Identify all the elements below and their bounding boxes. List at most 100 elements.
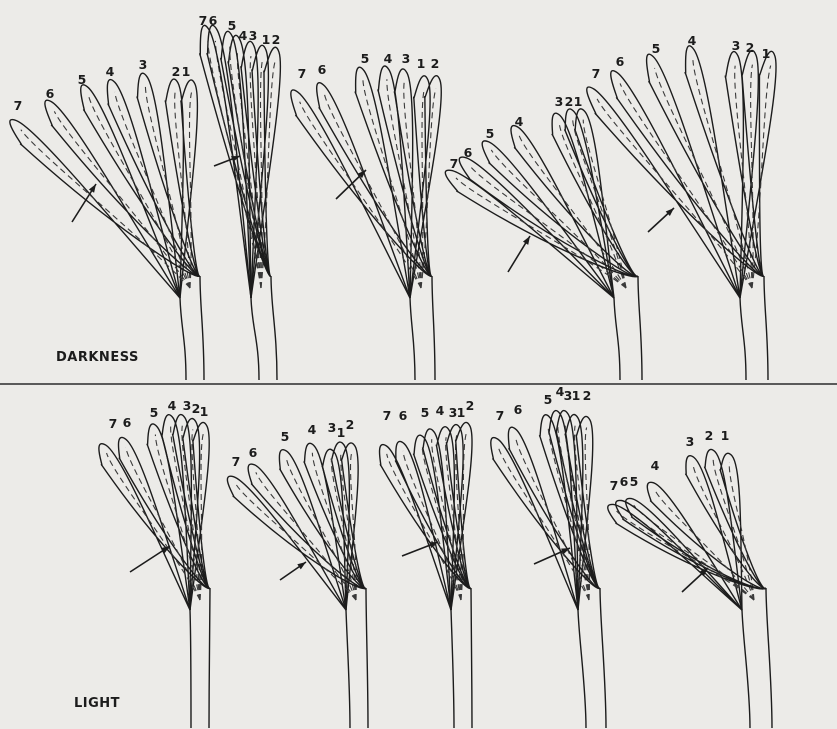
position-number-5: 5 (544, 392, 553, 407)
position-number-6: 6 (123, 415, 132, 430)
leaf-dashed-4 (387, 79, 421, 288)
stem-left-edge (190, 610, 191, 728)
position-number-2: 2 (192, 401, 201, 416)
position-number-1: 1 (337, 425, 346, 440)
position-number-2: 2 (565, 94, 574, 109)
stem-left-edge (180, 298, 186, 380)
position-number-1: 1 (762, 46, 771, 61)
position-number-7: 7 (592, 66, 601, 81)
position-number-2: 2 (466, 398, 475, 413)
position-number-4: 4 (651, 458, 660, 473)
position-number-6: 6 (46, 86, 55, 101)
position-number-1: 1 (262, 32, 271, 47)
position-number-3: 3 (564, 388, 573, 403)
position-number-5: 5 (421, 405, 430, 420)
stem-right-edge (200, 276, 204, 380)
leaf-dashed-7 (21, 130, 190, 288)
stem-left-edge (740, 298, 746, 380)
stem-left-edge (578, 610, 586, 728)
position-number-4: 4 (688, 33, 697, 48)
position-number-6: 6 (318, 62, 327, 77)
position-number-3: 3 (183, 398, 192, 413)
position-number-2: 2 (172, 64, 181, 79)
position-number-5: 5 (281, 429, 290, 444)
position-number-7: 7 (450, 156, 459, 171)
stem-left-edge (410, 298, 415, 380)
position-number-1: 1 (417, 56, 426, 71)
position-number-3: 3 (686, 434, 695, 449)
panel-d3: 12 345 67 (291, 51, 441, 380)
position-number-3: 3 (732, 38, 741, 53)
position-number-7: 7 (298, 66, 307, 81)
position-number-4: 4 (556, 384, 565, 399)
leaf-dashed-6 (620, 83, 752, 288)
position-number-2: 2 (431, 56, 440, 71)
position-number-3: 3 (402, 51, 411, 66)
position-number-7: 7 (496, 408, 505, 423)
position-number-3: 3 (139, 57, 148, 72)
leaf-dashed-7 (597, 99, 752, 288)
position-number-6: 6 (514, 402, 523, 417)
stem-right-edge (366, 588, 368, 728)
position-number-6: 6 (620, 474, 629, 489)
position-number-7: 7 (232, 454, 241, 469)
position-number-7: 7 (383, 408, 392, 423)
position-number-7: 7 (14, 98, 23, 113)
position-number-7: 7 (610, 478, 619, 493)
position-number-3: 3 (328, 420, 337, 435)
position-number-2: 2 (583, 388, 592, 403)
leaf-dashed-5 (655, 68, 752, 288)
position-number-5: 5 (78, 72, 87, 87)
position-number-1: 1 (574, 94, 583, 109)
stem-left-edge (742, 610, 750, 728)
position-number-2: 2 (346, 417, 355, 432)
position-number-6: 6 (249, 445, 258, 460)
position-number-3: 3 (249, 28, 258, 43)
arrow-head-icon (89, 184, 96, 193)
position-number-2: 2 (272, 32, 281, 47)
position-number-1: 1 (457, 405, 466, 420)
stem-right-edge (432, 276, 435, 380)
position-number-4: 4 (384, 51, 393, 66)
panel-l3: 1234567 (380, 398, 475, 728)
position-number-4: 4 (239, 28, 248, 43)
panel-l5: 1234567 (608, 428, 772, 728)
leaf-dashed-4 (115, 92, 190, 288)
position-number-6: 6 (399, 408, 408, 423)
position-number-4: 4 (168, 398, 177, 413)
stem-right-edge (209, 588, 210, 728)
position-number-2: 2 (705, 428, 714, 443)
light-label: LIGHT (74, 696, 120, 711)
position-number-5: 5 (150, 405, 159, 420)
position-number-6: 6 (464, 145, 473, 160)
position-number-3: 3 (555, 94, 564, 109)
position-number-4: 4 (106, 64, 115, 79)
arrow-head-icon (523, 236, 530, 245)
stem-right-edge (764, 276, 768, 380)
stem-left-edge (346, 610, 350, 728)
panel-d2: 1234567 (199, 13, 281, 380)
position-number-4: 4 (308, 422, 317, 437)
position-number-5: 5 (361, 51, 370, 66)
stem-right-edge (600, 588, 606, 728)
arrow-head-icon (231, 156, 240, 162)
stem-left-edge (614, 298, 620, 380)
stem-right-edge (766, 588, 772, 728)
leaf-outline-7 (491, 438, 600, 610)
position-number-5: 5 (652, 41, 661, 56)
stem-right-edge (638, 276, 642, 380)
position-number-5: 5 (228, 18, 237, 33)
position-number-3: 3 (449, 405, 458, 420)
position-number-4: 4 (436, 403, 445, 418)
position-number-1: 1 (200, 404, 209, 419)
position-number-7: 7 (109, 416, 118, 431)
stem-left-edge (251, 298, 259, 380)
stem-left-edge (451, 610, 454, 728)
